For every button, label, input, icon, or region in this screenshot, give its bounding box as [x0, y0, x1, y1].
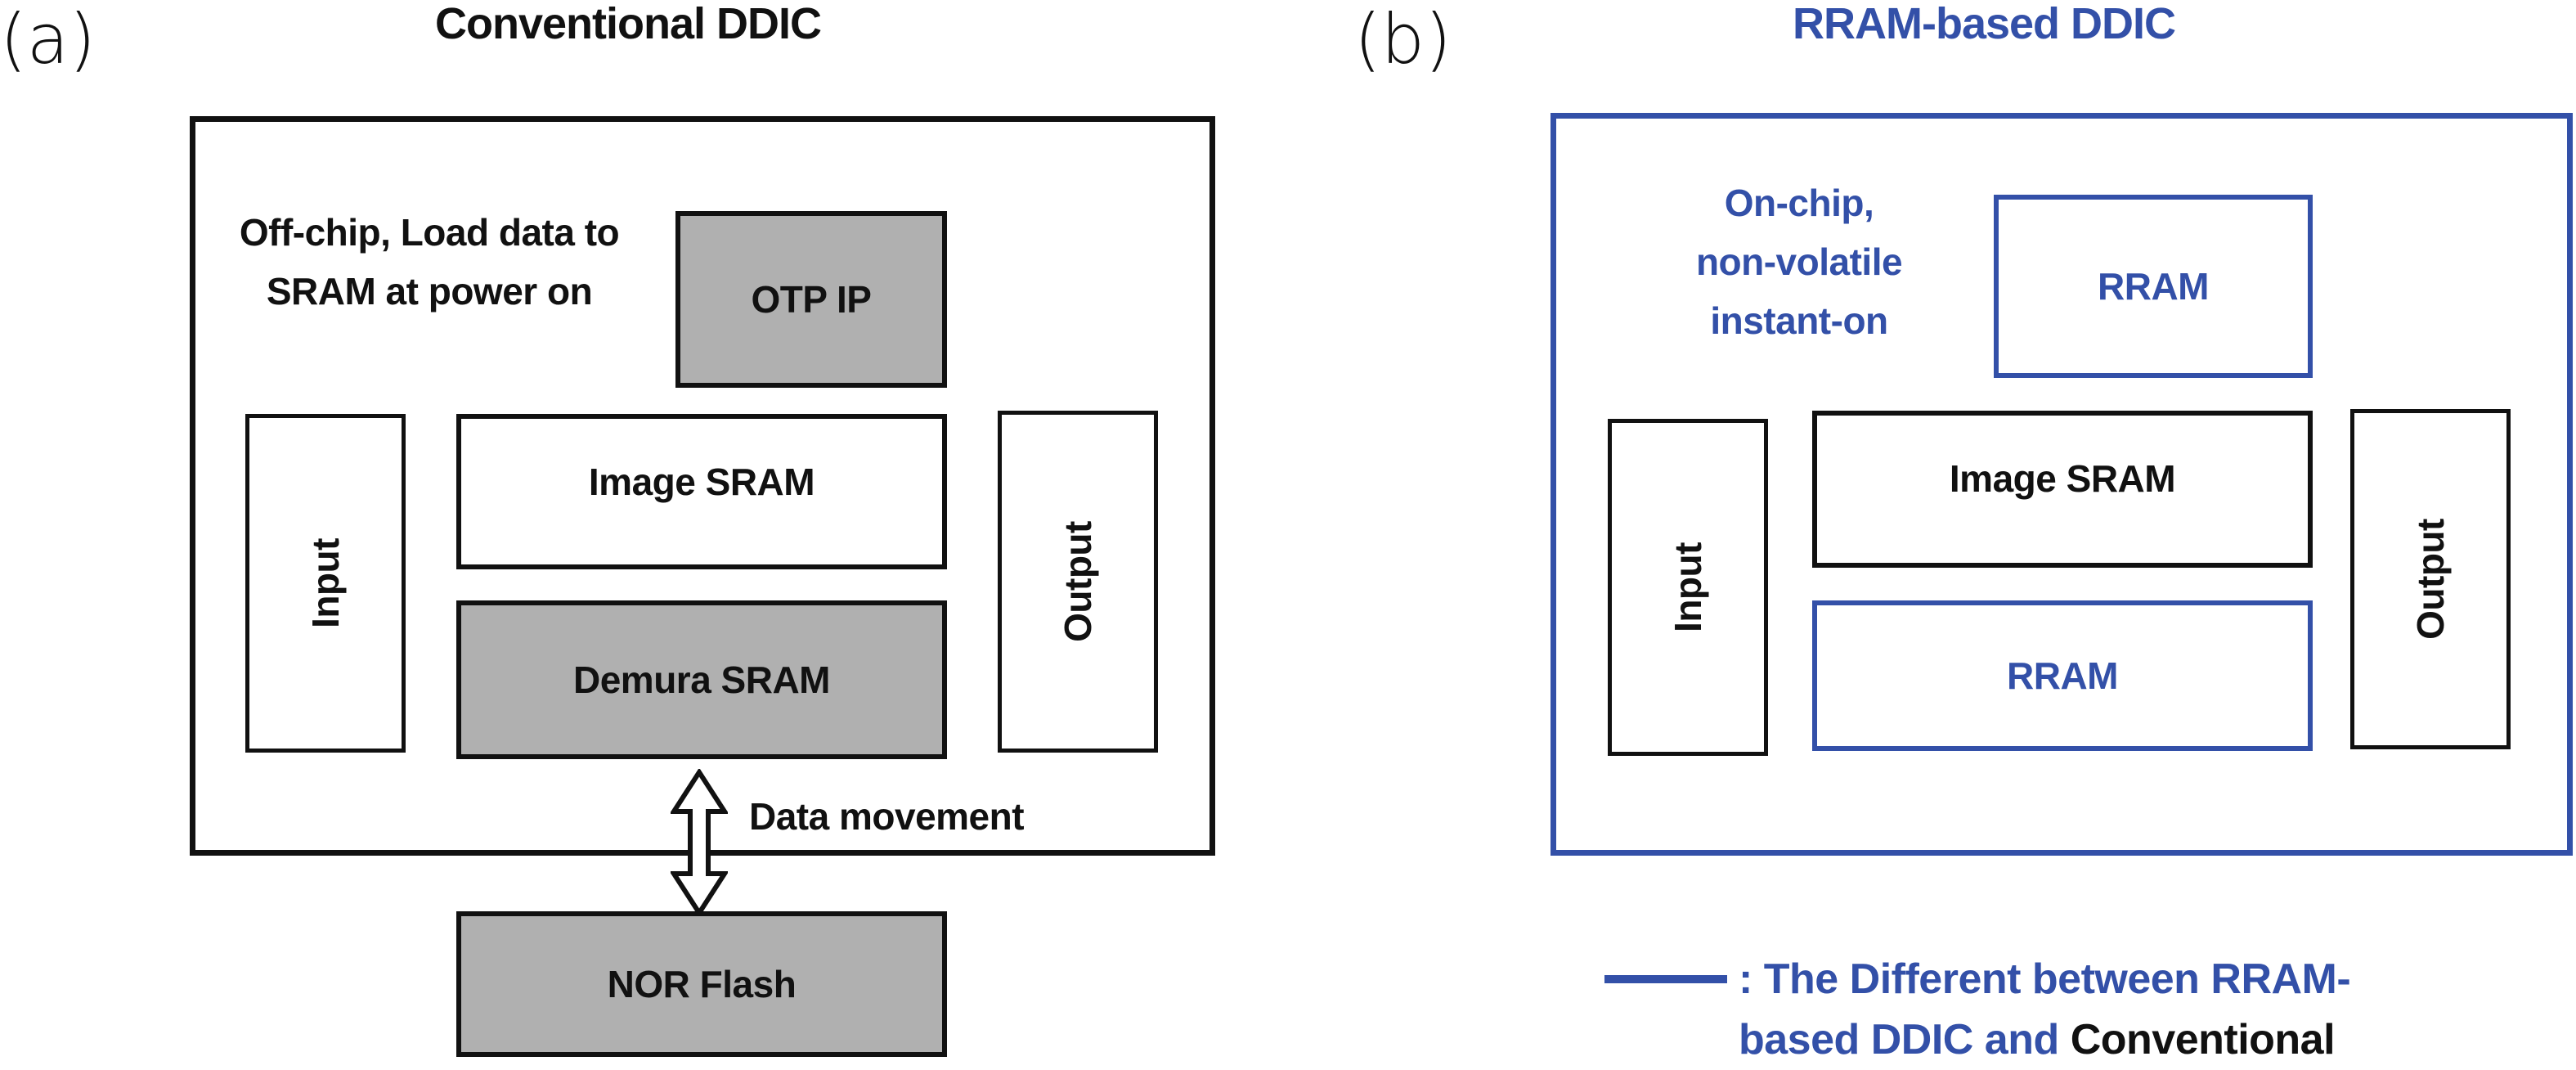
legend-blue-line-icon — [1604, 975, 1727, 983]
panel-a-title: Conventional DDIC — [435, 0, 822, 48]
input-label-b: Input — [1667, 542, 1709, 632]
rram-block-bottom: RRAM — [1812, 600, 2313, 751]
data-movement-label: Data movement — [749, 795, 1025, 838]
input-block-a: Input — [245, 414, 406, 753]
otp-ip-block: OTP IP — [675, 211, 947, 388]
legend-line-2-blue: based DDIC and — [1739, 1016, 2071, 1063]
output-block-a: Output — [998, 411, 1158, 753]
legend-line-2-black: Conventional — [2070, 1016, 2336, 1063]
off-chip-note: Off-chip, Load data to SRAM at power on — [204, 203, 654, 321]
on-chip-note-line-1: On-chip, — [1724, 182, 1874, 224]
output-label-a: Output — [1057, 521, 1099, 642]
off-chip-note-line-1: Off-chip, Load data to — [239, 211, 620, 254]
on-chip-note-line-2: non-volatile — [1695, 241, 1903, 283]
double-arrow-icon — [671, 769, 728, 916]
input-block-b: Input — [1608, 419, 1768, 756]
demura-sram-label: Demura SRAM — [572, 659, 831, 701]
rram-label-top: RRAM — [2098, 265, 2209, 308]
image-sram-label-b: Image SRAM — [1949, 457, 2176, 500]
image-sram-label-a: Image SRAM — [588, 461, 815, 503]
panel-a-label: (a) — [0, 0, 96, 79]
panel-b-label: (b) — [1354, 0, 1452, 79]
output-label-b: Output — [2409, 519, 2452, 640]
nor-flash-label: NOR Flash — [607, 963, 797, 1005]
rram-label-bottom: RRAM — [2007, 654, 2118, 697]
legend-text: : The Different between RRAM- based DDIC… — [1739, 949, 2351, 1070]
image-sram-block-a: Image SRAM — [456, 414, 947, 569]
nor-flash-block: NOR Flash — [456, 911, 947, 1057]
otp-ip-label: OTP IP — [751, 278, 872, 321]
rram-block-top: RRAM — [1994, 195, 2313, 378]
on-chip-note-line-3: instant-on — [1710, 299, 1888, 342]
input-label-a: Input — [304, 538, 347, 628]
off-chip-note-line-2: SRAM at power on — [266, 270, 593, 312]
panel-b-title: RRAM-based DDIC — [1793, 0, 2176, 48]
legend-line-2: based DDIC and Conventional — [1739, 1009, 2350, 1070]
on-chip-note: On-chip, non-volatile instant-on — [1652, 173, 1946, 350]
rram-ddic-chip — [1551, 113, 2573, 856]
legend-line-1: : The Different between RRAM- — [1739, 955, 2351, 1003]
image-sram-block-b: Image SRAM — [1812, 411, 2313, 568]
demura-sram-block: Demura SRAM — [456, 600, 947, 759]
output-block-b: Output — [2350, 409, 2511, 749]
